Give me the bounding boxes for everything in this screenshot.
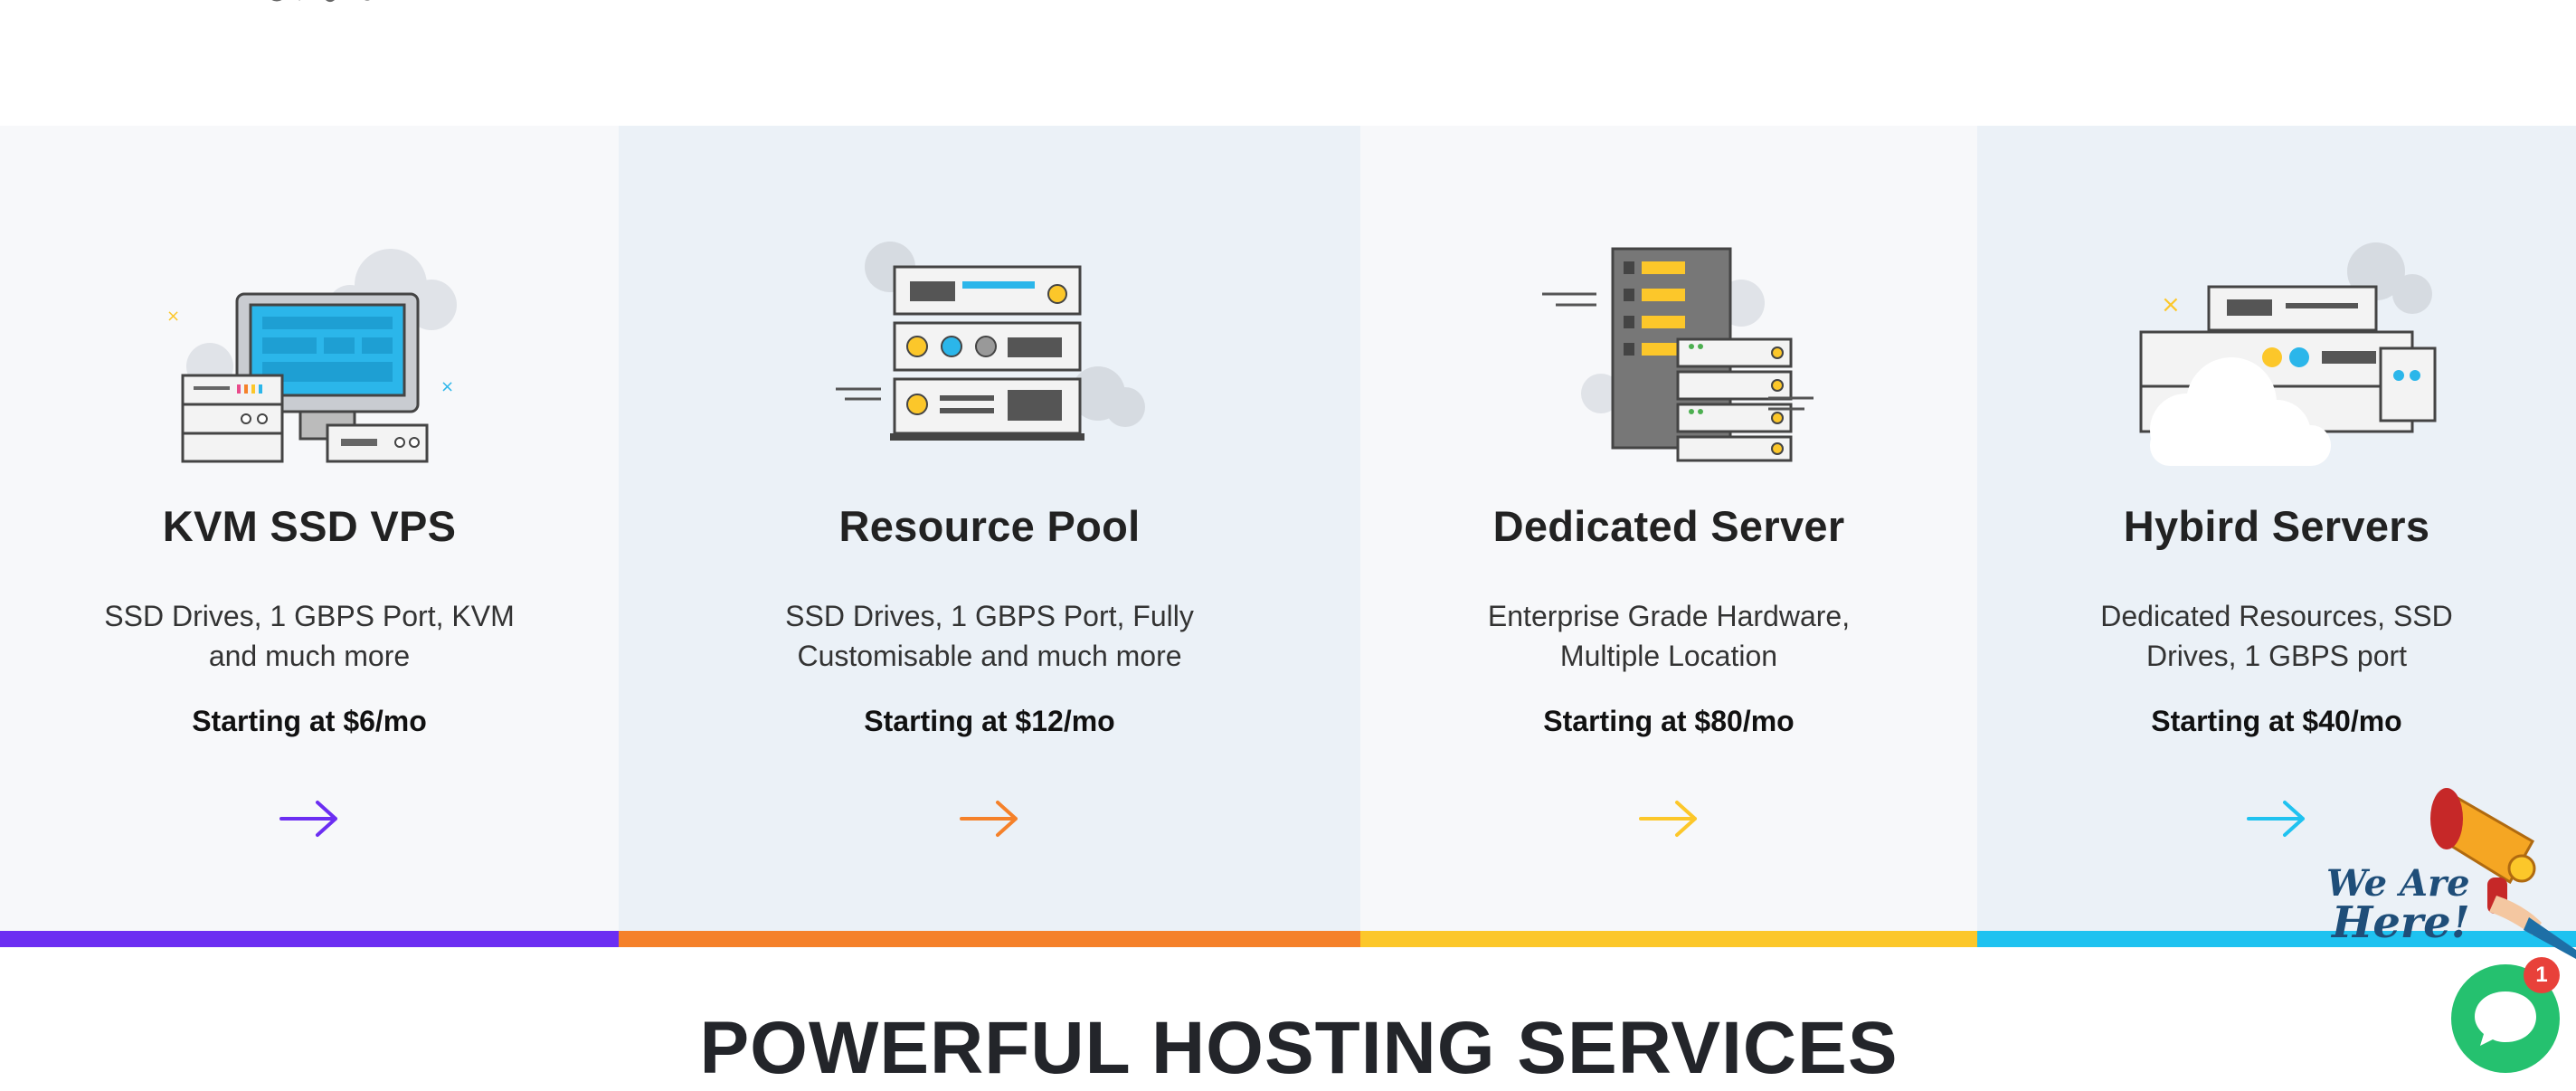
arrow-right-icon[interactable]	[1637, 799, 1700, 839]
service-price: Starting at $6/mo	[192, 705, 427, 737]
service-title: KVM SSD VPS	[162, 502, 457, 550]
accent-bar	[0, 931, 619, 947]
accent-bar	[1977, 931, 2576, 947]
service-description: Dedicated Resources, SSD Drives, 1 GBPS …	[2100, 600, 2453, 672]
chat-open-button[interactable]	[2451, 964, 2560, 1073]
svg-text:×: ×	[166, 307, 180, 326]
section-headline: POWERFUL HOSTING SERVICES	[699, 1007, 1899, 1089]
chat-bubble-icon	[2475, 991, 2536, 1046]
svg-text:×: ×	[2161, 291, 2181, 318]
service-title: Dedicated Server	[1492, 502, 1845, 550]
notification-badge: 1	[2524, 957, 2560, 993]
server-rack-icon	[1542, 247, 1814, 462]
service-description: SSD Drives, 1 GBPS Port, Fully Customisa…	[785, 600, 1194, 672]
arrow-right-icon[interactable]	[278, 799, 341, 839]
service-description: Enterprise Grade Hardware, Multiple Loca…	[1487, 600, 1851, 672]
service-card-kvm-ssd-vps[interactable]: × × KVM SSD VPS SSD Drives, 1 GBPS Port,…	[0, 126, 619, 947]
vps-monitor-icon: × ×	[166, 249, 457, 463]
service-price: Starting at $12/mo	[864, 705, 1115, 737]
accent-bar	[619, 931, 1360, 947]
svg-text:×: ×	[440, 377, 454, 396]
service-title: Hybird Servers	[2123, 502, 2430, 550]
promo-text-line1: We Are	[2326, 862, 2470, 905]
cloud-server-icon: ×	[2139, 242, 2437, 466]
cropped-text-fragment	[271, 0, 370, 2]
service-title: Resource Pool	[838, 502, 1141, 550]
server-stack-icon	[836, 242, 1145, 441]
promo-text-line2: Here!	[2330, 897, 2470, 948]
service-card-resource-pool[interactable]: Resource Pool SSD Drives, 1 GBPS Port, F…	[619, 126, 1360, 947]
arrow-right-icon[interactable]	[958, 799, 1021, 839]
accent-bar	[1360, 931, 1977, 947]
service-cards: × × KVM SSD VPS SSD Drives, 1 GBPS Port,…	[0, 126, 2576, 947]
service-card-dedicated-server[interactable]: Dedicated Server Enterprise Grade Hardwa…	[1360, 126, 1977, 947]
service-description: SSD Drives, 1 GBPS Port, KVM and much mo…	[104, 600, 515, 672]
service-price: Starting at $80/mo	[1543, 705, 1795, 737]
megaphone-promo-icon[interactable]: We Are Here!	[2316, 778, 2576, 959]
arrow-right-icon[interactable]	[2245, 799, 2308, 839]
service-price: Starting at $40/mo	[2151, 705, 2402, 737]
